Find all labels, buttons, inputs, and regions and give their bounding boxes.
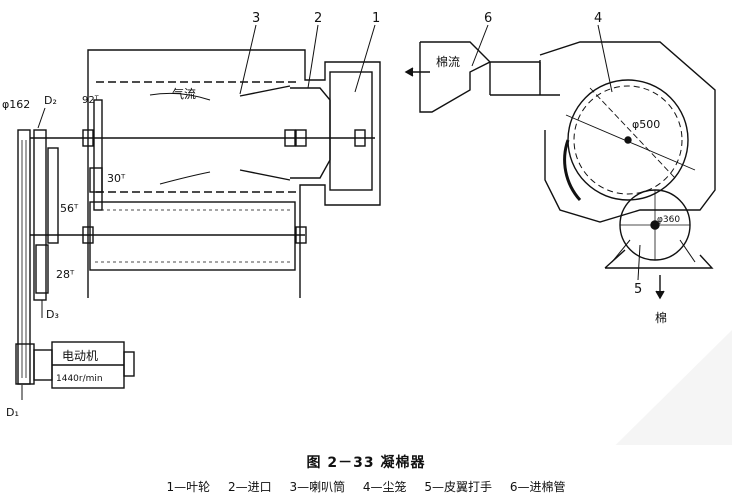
airflow-arrows bbox=[149, 92, 211, 185]
cage-shield bbox=[563, 139, 582, 202]
callout-1: 1 bbox=[372, 11, 380, 26]
cotton-inlet-pipe bbox=[419, 41, 541, 113]
condenser-end-view bbox=[404, 24, 716, 300]
legend-item-5: 5—皮翼打手 bbox=[424, 480, 493, 494]
inlet-label: 棉流 bbox=[436, 55, 460, 69]
callout-2: 2 bbox=[314, 11, 322, 26]
horn-tube bbox=[239, 85, 291, 181]
output-label: 棉 bbox=[655, 311, 667, 325]
callout-4: 4 bbox=[594, 11, 602, 26]
left-callout-leaders bbox=[21, 24, 376, 400]
callout-6: 6 bbox=[484, 11, 492, 26]
pulley-d1: D₁ bbox=[6, 406, 19, 419]
pulley-d3: D₃ bbox=[46, 308, 59, 321]
inlet bbox=[290, 87, 331, 179]
legend-item-3: 3—喇叭筒 bbox=[289, 480, 346, 494]
condenser-diagram: 3 2 1 气流 φ162 D₂ D₃ D₁ 92ᵀ 30ᵀ 56ᵀ 28ᵀ 电… bbox=[2, 11, 732, 445]
airflow-label: 气流 bbox=[172, 86, 196, 101]
beater-roller bbox=[89, 201, 296, 271]
cage-casing bbox=[539, 41, 716, 223]
motor bbox=[33, 341, 135, 389]
belt-drive bbox=[15, 129, 47, 385]
cage-diameter-label: φ500 bbox=[632, 118, 660, 131]
callout-3: 3 bbox=[252, 11, 260, 26]
gear-56t: 56ᵀ bbox=[60, 202, 79, 215]
gear-train bbox=[35, 99, 103, 294]
legend-item-1: 1—叶轮 bbox=[166, 480, 211, 494]
legend-item-6: 6—进棉管 bbox=[509, 480, 566, 494]
beater-base bbox=[604, 249, 714, 269]
gear-28t: 28ᵀ bbox=[56, 268, 75, 281]
motor-label: 电动机 bbox=[62, 349, 98, 363]
impeller-box bbox=[329, 71, 373, 191]
beater-diameter-label: φ360 bbox=[657, 215, 680, 225]
callout-5: 5 bbox=[634, 282, 642, 297]
cage-dashed-outline bbox=[96, 81, 300, 193]
legend-item-2: 2—进口 bbox=[227, 480, 272, 494]
right-callout-leaders bbox=[471, 24, 641, 281]
motor-speed: 1440r/min bbox=[56, 374, 103, 384]
pulley-d2: D₂ bbox=[44, 94, 57, 107]
legend-item-4: 4—尘笼 bbox=[362, 480, 407, 494]
figure-title: 图 2－33 凝棉器 bbox=[306, 455, 426, 471]
gear-92t: 92ᵀ bbox=[82, 95, 99, 106]
bearings bbox=[82, 129, 366, 244]
watermark bbox=[615, 330, 732, 445]
housing-outline bbox=[87, 49, 381, 298]
figure-legend: 1—叶轮 2—进口 3—喇叭筒 4—尘笼 5—皮翼打手 6—进棉管 bbox=[0, 478, 732, 495]
gear-30t: 30ᵀ bbox=[107, 172, 126, 185]
diameter-label: φ162 bbox=[2, 98, 30, 111]
condenser-side-view bbox=[15, 24, 381, 400]
